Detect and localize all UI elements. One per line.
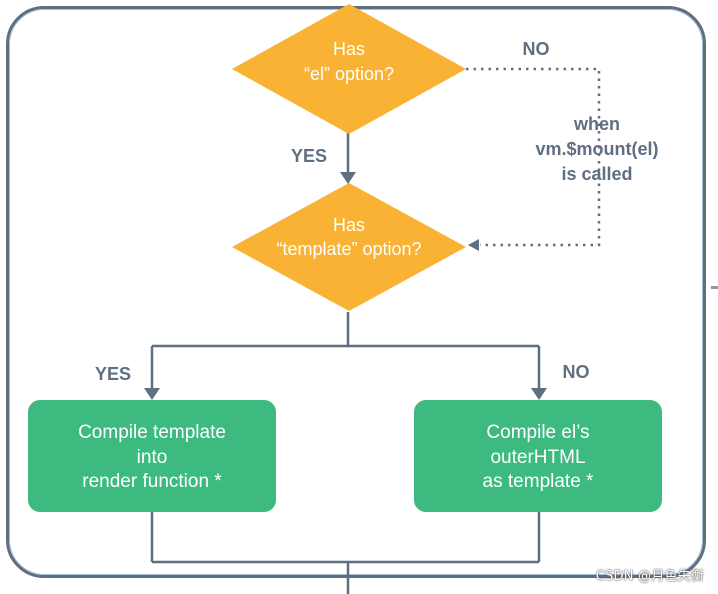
process-compile-template-box <box>28 400 276 512</box>
edge-labels: NO YES when vm.$mount(el) is called YES … <box>95 39 659 384</box>
watermark-text: CSDN @月色失衡 <box>595 569 704 584</box>
scroll-edge-marker <box>711 286 718 289</box>
process-compile-el-line3: as template * <box>483 471 594 492</box>
decision-has-el: Has “el” option? <box>232 4 466 134</box>
process-compile-template: Compile template into render function * <box>28 400 276 512</box>
process-compile-el-line1: Compile el’s <box>486 422 589 443</box>
arrowhead-el-no <box>468 239 479 251</box>
decision-has-template-shape <box>232 183 466 311</box>
connector-el-no-dotted <box>466 67 601 247</box>
decision-has-el-line1: Has <box>333 39 365 59</box>
process-compile-template-line3: render function * <box>82 471 222 492</box>
arrowhead-template-no <box>531 388 547 400</box>
arrowhead-template-yes <box>144 388 160 400</box>
label-el-yes: YES <box>291 146 327 166</box>
decision-has-template-line1: Has <box>333 215 365 235</box>
label-mount-line1: when <box>573 114 620 134</box>
arrowhead-el-yes <box>340 172 356 184</box>
process-compile-template-line2: into <box>137 447 168 468</box>
decision-has-el-shape <box>232 4 466 134</box>
decision-has-template: Has “template” option? <box>232 183 466 311</box>
label-mount-line2: vm.$mount(el) <box>535 139 658 159</box>
label-template-yes: YES <box>95 364 131 384</box>
label-template-no: NO <box>563 362 590 382</box>
decision-has-el-line2: “el” option? <box>304 64 394 84</box>
label-el-no: NO <box>523 39 550 59</box>
process-compile-el-line2: outerHTML <box>490 447 585 468</box>
process-compile-el-box <box>414 400 662 512</box>
process-compile-template-line1: Compile template <box>78 422 226 443</box>
process-compile-el: Compile el’s outerHTML as template * <box>414 400 662 512</box>
decision-has-template-line2: “template” option? <box>276 239 421 259</box>
connectors <box>144 67 601 594</box>
label-mount-line3: is called <box>561 164 632 184</box>
